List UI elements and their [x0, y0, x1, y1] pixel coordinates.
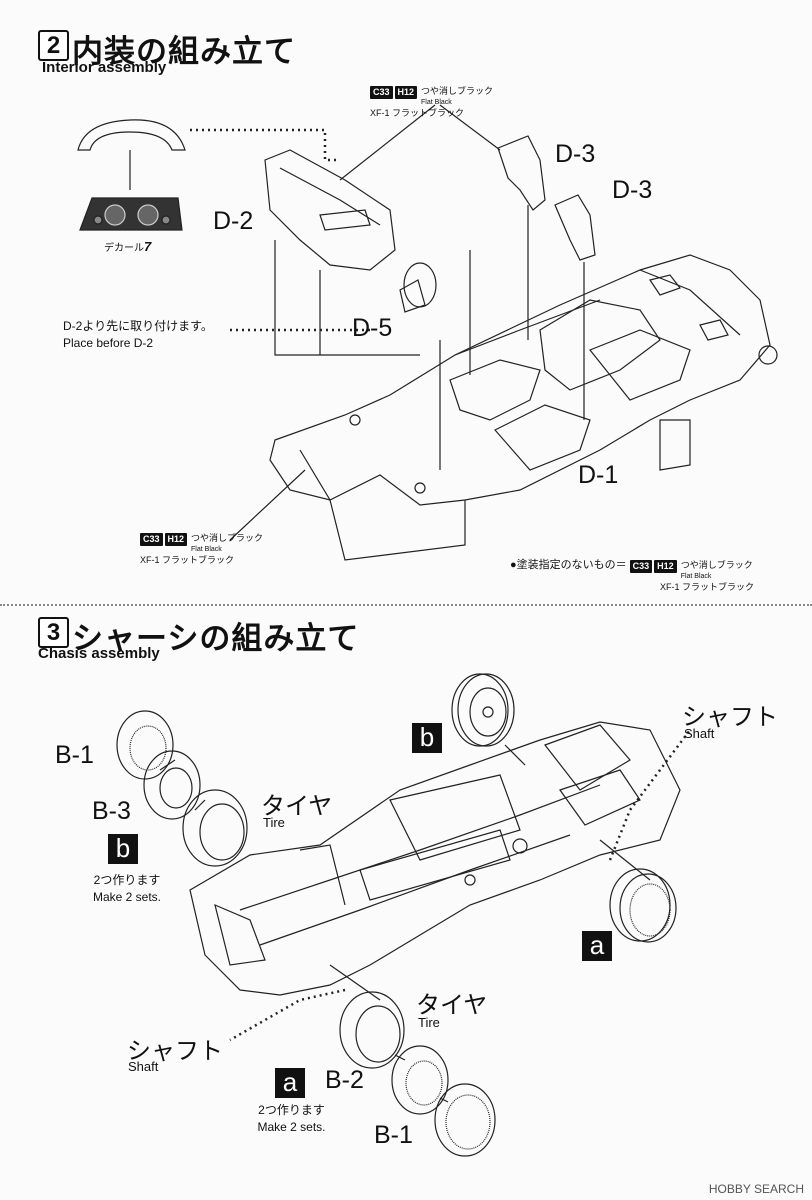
paint-name-jp: つや消しブラック: [680, 560, 753, 570]
part-d2: D-2: [213, 207, 254, 235]
note-jp: D-2より先に取り付けます。: [63, 319, 213, 333]
default-paint-label: ●塗装指定のないもの＝: [510, 559, 627, 571]
part-b1-bottom: B-1: [374, 1121, 413, 1149]
make-two-en: Make 2 sets.: [92, 890, 162, 904]
subassembly-a-label-right: a: [582, 931, 612, 961]
paint-code-h: H12: [164, 533, 188, 546]
subassembly-b-label-top: b: [412, 723, 442, 753]
paint-name-xf: XF-1 フラットブラック: [370, 108, 465, 118]
shaft-label-bottom-en: Shaft: [128, 1059, 159, 1074]
part-b3: B-3: [92, 797, 131, 825]
decal-text: デカール: [104, 243, 144, 254]
paint-callout-top: C33 H12 つや消しブラック Flat Black XF-1 フラットブラック: [370, 86, 493, 119]
paint-name-jp: つや消しブラック: [191, 533, 264, 543]
paint-name-en: Flat Black: [191, 546, 222, 553]
step-divider: [0, 604, 812, 606]
paint-name-xf: XF-1 フラットブラック: [140, 555, 235, 565]
subassembly-a-label-bottom: a: [275, 1068, 305, 1098]
tire-label-bottom-en: Tire: [418, 1015, 440, 1030]
step-3-subtitle: Chasis assembly: [38, 645, 160, 662]
make-two-en: Make 2 sets.: [257, 1120, 326, 1134]
watermark: HOBBY SEARCH: [708, 1182, 804, 1196]
paint-code-c: C33: [140, 533, 163, 546]
make-two-jp: 2つ作ります: [93, 873, 161, 887]
step-2-title: 内装の組み立て: [72, 34, 296, 69]
subassembly-b-label-left: b: [108, 834, 138, 864]
shaft-label-bottom: シャフト: [127, 1038, 223, 1065]
place-before-note: D-2より先に取り付けます。 Place before D-2: [63, 318, 213, 352]
step-3-number: 3: [38, 617, 69, 648]
step-2-number: 2: [38, 30, 69, 61]
part-d5: D-5: [352, 314, 393, 342]
paint-code-c: C33: [629, 560, 653, 573]
part-d3-lower: D-3: [612, 176, 653, 204]
part-b1-top: B-1: [55, 741, 94, 769]
paint-name-en: Flat Black: [421, 99, 452, 106]
part-b2: B-2: [325, 1066, 364, 1094]
make-two-jp: 2つ作ります: [258, 1103, 325, 1117]
paint-name-xf: XF-1 フラットブラック: [660, 582, 755, 592]
part-d3-upper: D-3: [555, 140, 596, 168]
shaft-label-top: シャフト: [682, 704, 778, 731]
tire-label-bottom: タイヤ: [416, 992, 488, 1019]
paint-code-h: H12: [654, 560, 677, 573]
make-two-sets-b: 2つ作ります Make 2 sets.: [82, 872, 172, 906]
decal-number: 7: [144, 239, 152, 254]
paint-callout-bottom: C33 H12 つや消しブラック Flat Black XF-1 フラットブラック: [140, 533, 263, 566]
step-3-title: シャーシの組み立て: [72, 621, 360, 656]
tire-label-top-en: Tire: [263, 815, 285, 830]
default-paint-note: ●塗装指定のないもの＝ C33 H12 つや消しブラック Flat Black X…: [510, 560, 754, 593]
paint-name-en: Flat Black: [680, 573, 712, 580]
note-en: Place before D-2: [63, 336, 154, 350]
make-two-sets-a: 2つ作ります Make 2 sets.: [244, 1102, 339, 1136]
paint-name-jp: つや消しブラック: [421, 86, 494, 96]
shaft-label-top-en: Shaft: [684, 726, 715, 741]
tire-label-top: タイヤ: [261, 793, 333, 820]
paint-code-c: C33: [370, 86, 393, 99]
paint-code-h: H12: [394, 86, 418, 99]
part-d1: D-1: [578, 461, 619, 489]
decal-label: デカール7: [104, 238, 151, 257]
step-2-subtitle: Interior assembly: [42, 59, 167, 76]
